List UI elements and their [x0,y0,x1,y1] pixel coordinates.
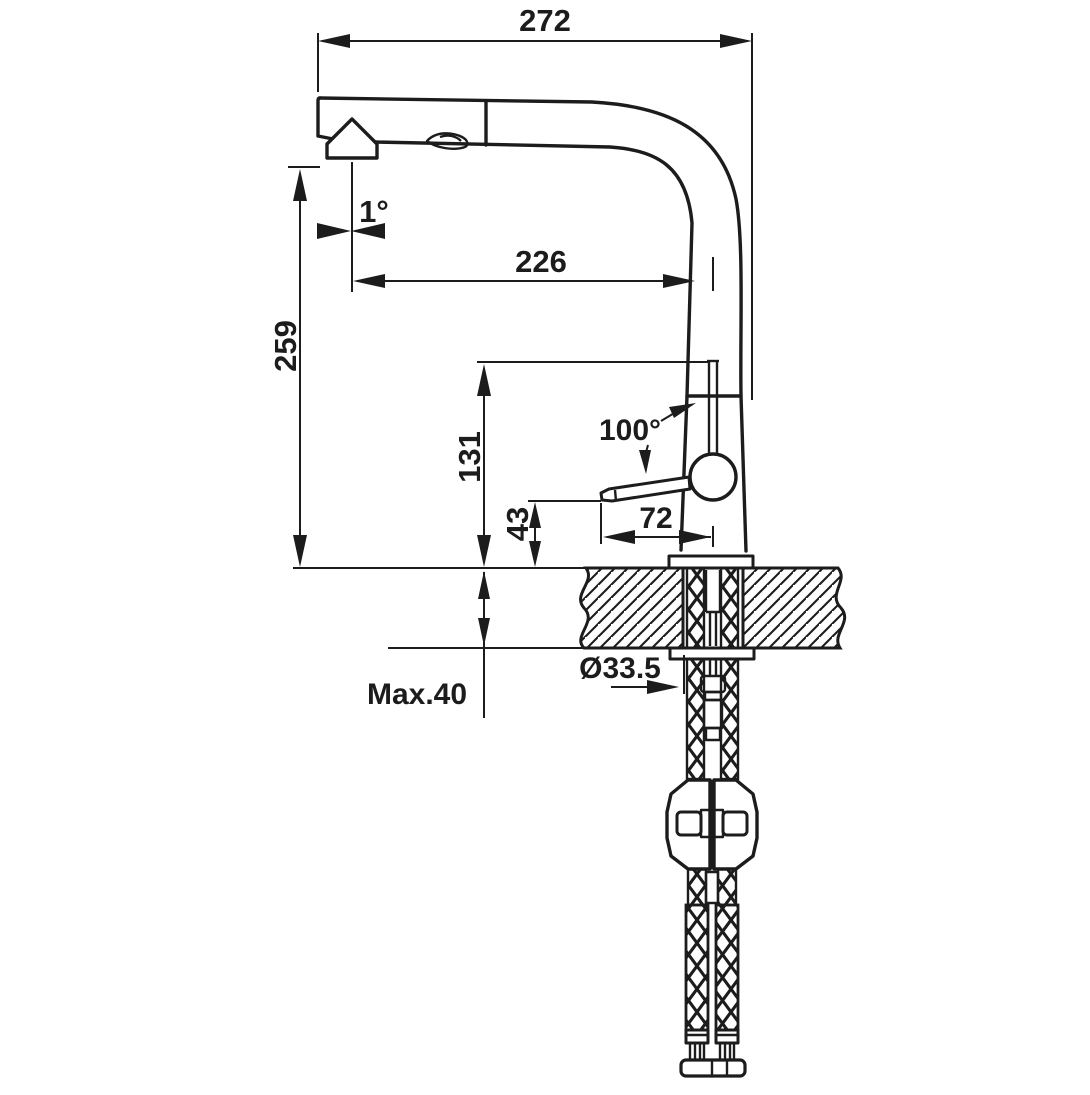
arrowhead [669,403,696,418]
under-counter-washer [668,646,756,661]
shank-band-lower [704,726,722,742]
shank-tube-lower [702,698,724,730]
arrowhead [529,502,541,528]
dim-text-131: 131 [452,431,487,483]
connector-nuts [665,778,759,871]
arrowhead [353,274,385,288]
dim-text-272: 272 [519,3,571,38]
spout-left-end [316,96,335,141]
arrowhead [478,618,490,646]
dimension-overall-reach: 272 [317,3,753,400]
arrowhead [639,450,651,474]
spout-outer-edge [318,96,748,553]
arrowhead [603,530,635,544]
shank-center-tube [704,570,722,646]
dim-text-max40: Max.40 [367,678,467,711]
spout-inner-edge [373,140,694,552]
handle-lever-tip-divider [613,489,618,502]
dim-text-226: 226 [515,244,567,279]
arrowhead [679,530,711,544]
counter-left-block [579,566,685,650]
dimension-spout-reach: 226 [351,162,714,292]
connector-tab-left [699,808,712,839]
dim-text-100deg: 100° [599,414,661,447]
mounting-shank [667,554,756,781]
arrowhead [477,535,491,567]
shank-center-rod [708,659,718,676]
hose-ferrule-left [684,1028,710,1045]
countertop-section [293,566,847,650]
base-plate [667,554,755,570]
dimension-spout-angle: 1° [317,194,389,239]
arrowhead [478,571,490,599]
arrowhead [293,535,307,567]
arrowhead [351,223,385,239]
dimension-handle-reach: 72 [600,502,714,547]
shank-braid-left-upper [685,566,706,650]
arrowhead [720,34,752,48]
hose-stem-left [688,1041,706,1062]
dimension-spout-height: 259 [268,166,320,567]
hose-end-nut-dividers [710,1060,729,1076]
dim-text-hole-diameter: Ø33.5 [579,652,661,685]
hose-stem-right-lines [723,1043,732,1060]
supply-hoses [679,867,747,1078]
connector-window-right [721,810,749,837]
arrowhead [293,169,307,201]
hose-stub-right [716,867,738,907]
hose-stub-center [704,870,720,905]
hose-right [714,903,740,1032]
dim-text-1deg: 1° [359,194,389,229]
connector-window-left [675,810,703,837]
hose-stem-left-lines [693,1043,702,1060]
hose-ferrule-right [714,1028,740,1045]
handle-lever [599,475,692,503]
dim-text-43: 43 [500,507,535,541]
arrowhead [529,541,541,567]
hose-stem-right [718,1041,736,1062]
arrowhead [477,364,491,396]
arrowhead [663,274,695,288]
counter-right-block [741,566,847,650]
handle-ball-joint [688,452,738,502]
hose-left [684,903,710,1032]
faucet-body [316,96,748,553]
dimension-handle-angle: 100° [599,403,696,474]
dimension-handle-clearance: 43 [500,500,601,567]
hose-stub-left [686,867,708,907]
dimension-max-countertop-thickness: Max.40 [367,571,490,718]
dimension-mounting-hole: Ø33.5 [579,652,685,694]
nozzle [325,117,379,160]
arrowhead [647,680,679,694]
shank-braid-right-upper [719,566,740,650]
spout-clip-detail [425,132,469,150]
arrowhead [317,223,351,239]
dim-text-259: 259 [268,320,303,372]
arrowhead [318,34,350,48]
dim-text-72: 72 [639,502,672,535]
dimension-handle-height: 131 [452,361,709,567]
